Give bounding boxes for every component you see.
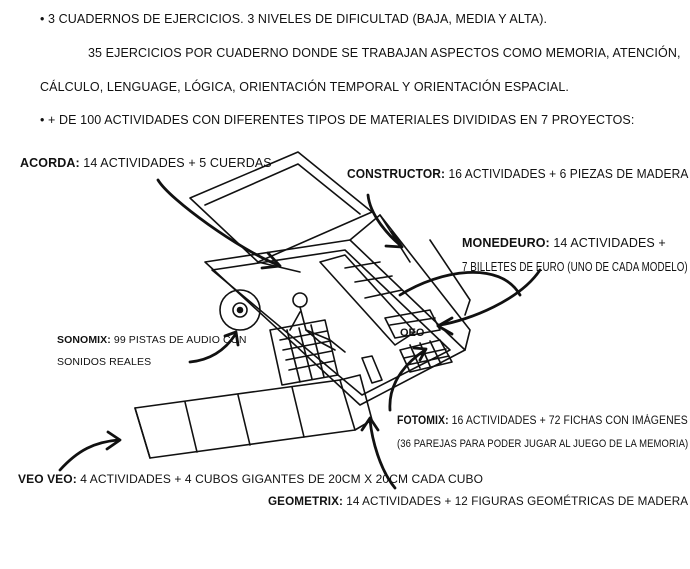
arrow-fotomix bbox=[388, 348, 427, 412]
label-constructor-desc: 16 ACTIVIDADES + 6 PIEZAS DE MADERA bbox=[445, 167, 689, 181]
label-acorda-name: ACORDA: bbox=[20, 156, 80, 170]
arrow-veoveo bbox=[58, 438, 120, 472]
label-geometrix-name: GEOMETRIX: bbox=[268, 494, 343, 508]
label-monedeuro-name: MONEDEURO: bbox=[462, 236, 550, 250]
box-label: OEO bbox=[400, 327, 425, 339]
arrow-sonomix bbox=[188, 333, 237, 364]
label-fotomix: FOTOMIX: 16 ACTIVIDADES + 72 FICHAS CON … bbox=[397, 415, 688, 427]
arrow-monedeuro-2 bbox=[398, 270, 522, 297]
label-sonomix-desc: 99 PISTAS DE AUDIO CON bbox=[110, 334, 247, 346]
intro-line-2: 35 EJERCICIOS POR CUADERNO DONDE SE TRAB… bbox=[88, 46, 681, 60]
arrow-monedeuro bbox=[438, 268, 542, 327]
label-sonomix: SONOMIX: 99 PISTAS DE AUDIO CON bbox=[57, 334, 247, 346]
label-acorda: ACORDA: 14 ACTIVIDADES + 5 CUERDAS bbox=[20, 156, 272, 170]
label-monedeuro: MONEDEURO: 14 ACTIVIDADES + bbox=[462, 236, 666, 250]
label-fotomix-desc: 16 ACTIVIDADES + 72 FICHAS CON IMÁGENES bbox=[448, 415, 688, 427]
veoveo-cubes bbox=[134, 374, 373, 459]
intro-line-4: • + DE 100 ACTIVIDADES CON DIFERENTES TI… bbox=[40, 113, 635, 127]
label-veoveo-desc: 4 ACTIVIDADES + 4 CUBOS GIGANTES DE 20CM… bbox=[76, 472, 484, 486]
person-figure bbox=[289, 292, 346, 353]
cd-icon bbox=[219, 289, 261, 331]
label-sonomix-line2: SONIDOS REALES bbox=[57, 356, 152, 368]
label-sonomix-name: SONOMIX: bbox=[57, 334, 111, 346]
label-constructor-name: CONSTRUCTOR: bbox=[347, 167, 446, 181]
intro-line-3: CÁLCULO, LENGUAGE, LÓGICA, ORIENTACIÓN T… bbox=[40, 80, 569, 94]
label-fotomix-name: FOTOMIX: bbox=[397, 415, 449, 427]
arrow-constructor bbox=[366, 193, 402, 247]
label-geometrix-desc: 14 ACTIVIDADES + 12 FIGURAS GEOMÉTRICAS … bbox=[342, 494, 689, 508]
label-monedeuro-desc: 14 ACTIVIDADES + bbox=[549, 236, 666, 250]
arrow-acorda bbox=[156, 178, 280, 267]
label-geometrix: GEOMETRIX: 14 ACTIVIDADES + 12 FIGURAS G… bbox=[268, 494, 688, 508]
label-fotomix-line2: (36 PAREJAS PARA PODER JUGAR AL JUEGO DE… bbox=[397, 438, 689, 450]
label-constructor: CONSTRUCTOR: 16 ACTIVIDADES + 6 PIEZAS D… bbox=[347, 167, 688, 181]
label-veoveo-name: VEO VEO: bbox=[18, 472, 77, 486]
label-veoveo: VEO VEO: 4 ACTIVIDADES + 4 CUBOS GIGANTE… bbox=[18, 472, 483, 486]
label-monedeuro-line2: 7 BILLETES DE EURO (UNO DE CADA MODELO) bbox=[462, 260, 688, 274]
intro-line-1: • 3 CUADERNOS DE EJERCICIOS. 3 NIVELES D… bbox=[40, 12, 548, 26]
arrow-geometrix bbox=[368, 418, 397, 490]
label-acorda-desc: 14 ACTIVIDADES + 5 CUERDAS bbox=[79, 156, 272, 170]
